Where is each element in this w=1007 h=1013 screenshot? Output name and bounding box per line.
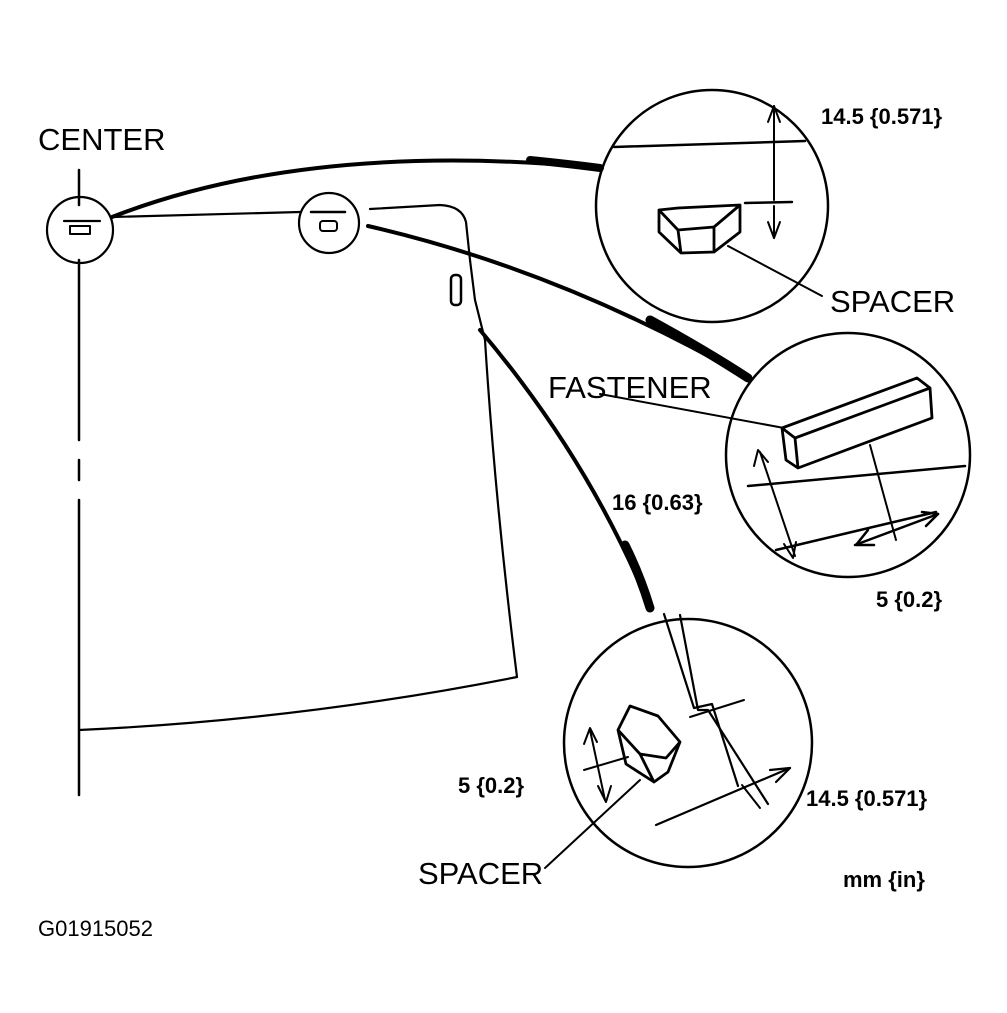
fastener-label: FASTENER: [548, 370, 712, 405]
bottom-spacer-detail: [544, 612, 814, 869]
units-label: mm {in}: [843, 867, 925, 892]
windshield-outline: [77, 203, 519, 732]
bottom-gap-dimension: 14.5 {0.571}: [806, 786, 928, 811]
spacer-location-circle: [297, 191, 361, 255]
spacer-label-top: SPACER: [830, 284, 956, 319]
leader-to-fastener-thick: [645, 315, 753, 383]
bottom-offset-dimension: 5 {0.2}: [458, 773, 525, 798]
fastener-height-dimension: 16 {0.63}: [612, 490, 703, 515]
spacer-block-top: [657, 203, 742, 255]
leader-to-top-detail: [110, 158, 602, 219]
spacer-block-bottom: [616, 704, 682, 784]
fastener-block: [780, 376, 934, 470]
leader-to-top-detail-thick: [526, 156, 604, 172]
fastener-offset-dimension: 5 {0.2}: [876, 587, 943, 612]
glass-spacer-mark: [449, 273, 463, 307]
spacer-label-bottom: SPACER: [418, 856, 544, 891]
leader-to-fastener-detail: [366, 224, 750, 380]
figure-code: G01915052: [38, 916, 153, 941]
fastener-detail: [599, 331, 972, 579]
center-detail-circle: [45, 195, 115, 265]
center-label: CENTER: [38, 122, 166, 157]
top-gap-dimension: 14.5 {0.571}: [821, 104, 943, 129]
leader-to-bottom-thick: [620, 540, 655, 613]
top-spacer-detail: [594, 88, 830, 324]
